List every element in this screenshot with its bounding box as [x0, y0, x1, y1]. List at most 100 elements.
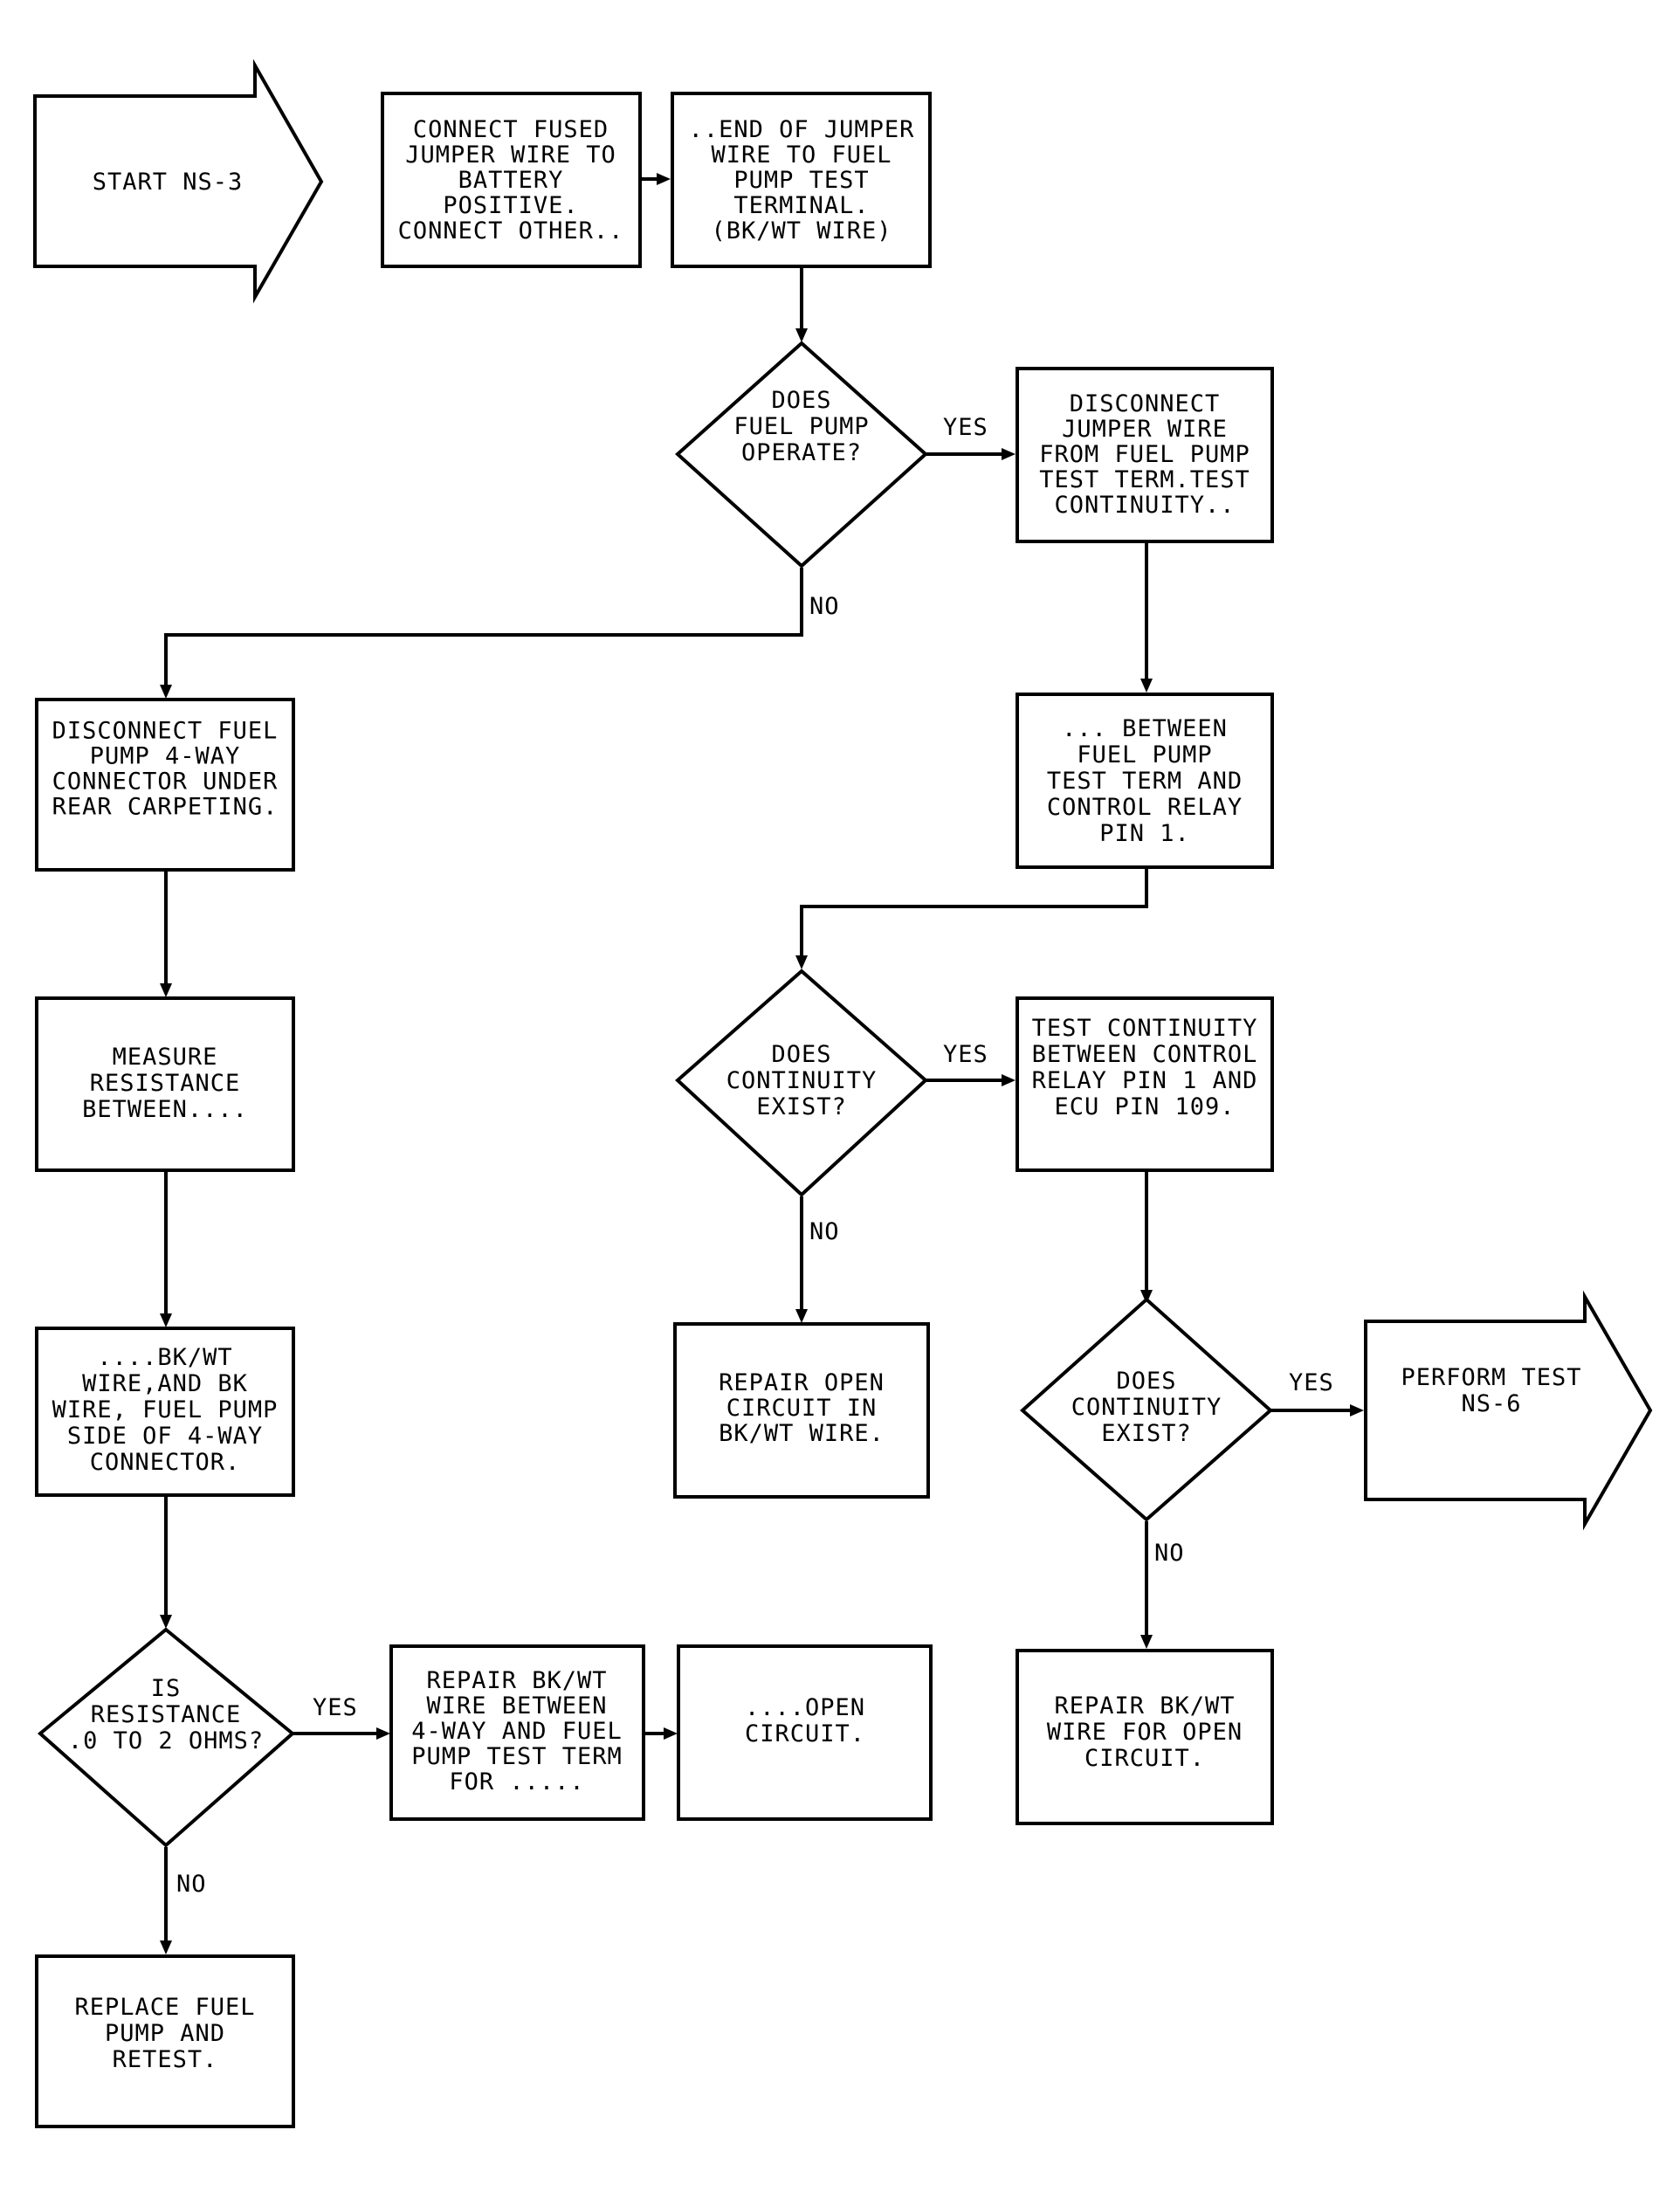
node-text-line: ....OPEN [745, 1694, 865, 1721]
repair-bkwt-between-box [389, 1644, 645, 1821]
node-text-line: FROM FUEL PUMP [1039, 441, 1250, 468]
arrowhead [1002, 448, 1016, 460]
node-text-line: CONNECT FUSED [413, 116, 609, 143]
no-label: NO [809, 593, 840, 620]
node-text-line: JUMPER WIRE TO [405, 141, 616, 169]
node-text-line: OPERATE? [741, 439, 862, 466]
node-text-line: MEASURE [113, 1044, 218, 1071]
edge-labels: YES NO YES NO YES NO YES NO [176, 414, 1334, 1898]
node-text-line: FUEL PUMP [733, 413, 869, 440]
node-text-line: CONTINUITY.. [1054, 492, 1235, 519]
yes-label: YES [943, 1041, 988, 1068]
pump-operate-decision [675, 341, 928, 569]
disconnect-connector-box [35, 698, 295, 872]
node-text-line: PUMP TEST [733, 167, 869, 194]
node-text-line: PUMP TEST TERM [411, 1743, 623, 1770]
node-text-line: CONNECT OTHER.. [398, 217, 624, 245]
node-text-line: DOES [1116, 1368, 1176, 1395]
test-continuity-box [1016, 996, 1274, 1172]
edge-q1-no [164, 568, 803, 690]
arrowhead [1140, 679, 1153, 693]
node-text-line: CONTROL RELAY [1047, 794, 1243, 821]
arrowhead [1140, 1290, 1153, 1304]
node-text-line: DISCONNECT [1070, 390, 1221, 417]
bkwt-wire-box [35, 1327, 295, 1497]
node-text-line: EXIST? [1101, 1420, 1192, 1447]
node-text-line: FUEL PUMP [1077, 741, 1212, 769]
node-text-line: DISCONNECT FUEL [52, 718, 279, 745]
node-text-line: REPAIR BK/WT [426, 1667, 607, 1694]
node-text-line: RESISTANCE [90, 1070, 241, 1097]
node-text-line: BETWEEN CONTROL [1032, 1041, 1258, 1068]
continuity-decision-1 [675, 968, 928, 1197]
node-text-line: CONNECTOR. [90, 1449, 241, 1476]
node-text-line: REPLACE FUEL [74, 1994, 255, 2021]
replace-pump-box [35, 1954, 295, 2128]
node-text-line: 4-WAY AND FUEL [411, 1718, 623, 1745]
arrowheads [160, 173, 1364, 1954]
node-text-line: REAR CARPETING. [52, 794, 279, 821]
node-text-line: CONNECTOR UNDER [52, 769, 279, 796]
repair-bkwt-open-box [1016, 1649, 1274, 1825]
node-text-line: ....BK/WT [97, 1344, 232, 1371]
end-of-jumper-box [671, 92, 932, 268]
node-text-line: ..END OF JUMPER [689, 116, 915, 143]
yes-label: YES [313, 1694, 358, 1721]
node-text-line: CONTINUITY [1071, 1394, 1222, 1421]
arrowhead [664, 1727, 678, 1740]
node-text-line: START NS-3 [93, 169, 244, 196]
resistance-decision [37, 1627, 296, 1848]
arrowhead [657, 173, 671, 185]
node-text-line: RESISTANCE [91, 1701, 242, 1728]
node-text-line: REPAIR BK/WT [1054, 1692, 1235, 1720]
node-text-line: DOES [771, 387, 831, 414]
node-text-line: IS [151, 1675, 182, 1702]
arrowhead [1140, 1635, 1153, 1649]
arrowhead [376, 1727, 390, 1740]
node-text-line: (BK/WT WIRE) [711, 217, 892, 245]
node-text-line: BK/WT WIRE. [719, 1420, 885, 1447]
node-text-line: WIRE,AND BK [82, 1370, 248, 1397]
yes-label: YES [943, 414, 988, 441]
edge-between-to-q2 [800, 869, 1148, 961]
node-text-line: PERFORM TEST [1401, 1364, 1581, 1391]
arrowhead [795, 328, 808, 342]
node-text-line: CONTINUITY [726, 1067, 878, 1094]
node-text-line: WIRE BETWEEN [426, 1692, 607, 1720]
node-text-line: FOR ..... [449, 1768, 584, 1796]
node-text-line: EXIST? [756, 1093, 847, 1120]
arrowhead [160, 1615, 172, 1629]
no-label: NO [176, 1871, 207, 1898]
arrowhead [160, 1940, 172, 1954]
arrowhead [795, 955, 808, 969]
node-text-line: PUMP AND [105, 2020, 225, 2047]
node-text-line: WIRE FOR OPEN [1047, 1719, 1243, 1746]
connect-fused-box [381, 92, 642, 268]
no-label: NO [1154, 1540, 1185, 1567]
node-text-line: TERMINAL. [733, 192, 869, 219]
node-text-line: ECU PIN 109. [1054, 1093, 1235, 1120]
node-text-line: TEST TERM.TEST [1039, 466, 1250, 493]
node-text-line: POSITIVE. [443, 192, 578, 219]
node-text-line: REPAIR OPEN [719, 1369, 885, 1396]
yes-label: YES [1289, 1369, 1334, 1396]
node-text-line: SIDE OF 4-WAY [67, 1423, 263, 1450]
arrowhead [1350, 1404, 1364, 1417]
disconnect-jumper-box [1016, 367, 1274, 543]
node-text-line: PIN 1. [1099, 820, 1190, 847]
arrowhead [160, 685, 172, 699]
node-text-line: WIRE TO FUEL [711, 141, 892, 169]
